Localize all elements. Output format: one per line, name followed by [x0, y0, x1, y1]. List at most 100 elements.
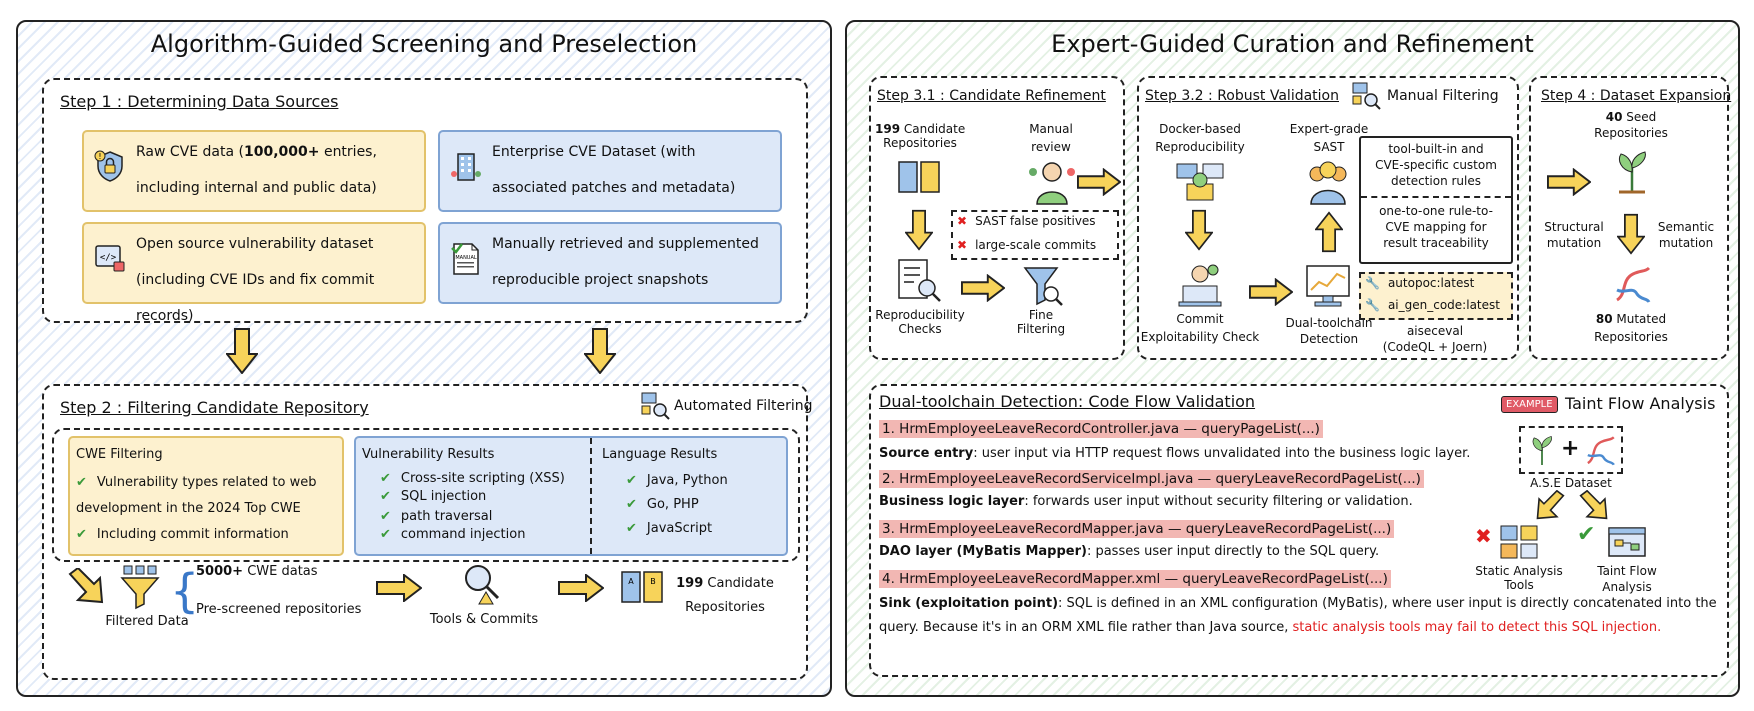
- step32-title: Step 3.2 : Robust Validation: [1145, 88, 1339, 104]
- manual-label: Manual: [1029, 122, 1073, 136]
- seedling-icon: [1532, 436, 1552, 465]
- mutated-text: Mutated: [1612, 312, 1667, 326]
- vuln-results-title: Vulnerability Results: [362, 447, 495, 462]
- ase-dataset-box: [1519, 426, 1623, 474]
- mapping-line: result traceability: [1383, 236, 1489, 250]
- reviewer-person-icon: [1029, 162, 1075, 205]
- right-arrow-icon: [1249, 278, 1293, 306]
- left-panel: Algorithm-Guided Screening and Preselect…: [16, 20, 832, 697]
- dual-label-line2: Detection: [1299, 332, 1359, 346]
- structural-label-line2: mutation: [1546, 236, 1602, 250]
- taint-flow-label: Taint Flow: [1597, 564, 1657, 578]
- step2-title: Step 2 : Filtering Candidate Repository: [60, 398, 369, 417]
- expert-label: Expert-grade: [1289, 122, 1369, 136]
- reason-item: ✖SAST false positives: [957, 214, 1096, 228]
- commit-label: Commit: [1176, 312, 1224, 326]
- code-step-desc: Business logic layer: forwards user inpu…: [879, 494, 1413, 509]
- s31-candidate: 199 Candidate: [875, 122, 965, 136]
- code-step-label: Business logic layer: [879, 494, 1025, 509]
- cwe-item-2: Including commit information: [96, 527, 289, 542]
- lang-item: ✔Java, Python: [626, 472, 728, 490]
- x-icon: ✖: [1475, 524, 1492, 548]
- svg-text:</>: </>: [100, 253, 117, 263]
- step31-title: Step 3.1 : Candidate Refinement: [877, 88, 1106, 104]
- svg-text:B: B: [650, 577, 656, 586]
- check-icon: ✔: [380, 489, 391, 504]
- repro-label-line2: Checks: [898, 322, 942, 336]
- code-step-desc: Sink (exploitation point): SQL is define…: [879, 596, 1717, 611]
- manual-filtering-tag: Manual Filtering: [1387, 88, 1499, 104]
- reason-item: ✖large-scale commits: [957, 238, 1096, 252]
- rules-line: CVE-specific custom: [1375, 158, 1497, 172]
- up-arrow-icon: [1315, 211, 1343, 253]
- vuln-item-text: command injection: [400, 527, 526, 542]
- svg-text:A: A: [628, 577, 634, 586]
- monitor-chart-icon: [1306, 265, 1350, 307]
- lang-item: ✔JavaScript: [626, 520, 712, 538]
- divider: [590, 438, 592, 554]
- card-raw-cve: ! Raw CVE data (100,000+ entries, includ…: [82, 130, 426, 212]
- sink-desc-line2: query. Because it's in an ORM XML file r…: [879, 620, 1661, 635]
- tool-item: 🔧autopoc:latest: [1365, 276, 1474, 290]
- step4-box: Step 4 : Dataset Expansion 40 Seed Repos…: [1529, 76, 1731, 360]
- code-step-heading: 3. HrmEmployeeLeaveRecordMapper.java — q…: [879, 520, 1395, 538]
- semantic-label-line2: mutation: [1658, 236, 1714, 250]
- seed-count: 40: [1605, 110, 1623, 124]
- right-arrow-icon: [961, 274, 1005, 302]
- code-step-text: : forwards user input without security f…: [1024, 494, 1413, 509]
- diagonal-arrow-icon: [68, 568, 104, 604]
- funnel-data-icon: [120, 565, 160, 610]
- code-step-desc: DAO layer (MyBatis Mapper): passes user …: [879, 544, 1379, 559]
- aiseceval-label-line2: (CodeQL + Joern): [1382, 340, 1488, 354]
- lang-item: ✔Go, PHP: [626, 496, 699, 514]
- repro-label: Reproducibility: [875, 308, 965, 322]
- automated-filter-icon: [640, 390, 670, 424]
- fine-label-line2: Filtering: [1016, 322, 1066, 336]
- expert-label-line2: SAST: [1313, 140, 1345, 154]
- card-manual-snapshots: MANUAL Manually retrieved and supplement…: [438, 222, 782, 304]
- check-icon: ✔: [1577, 522, 1596, 547]
- cwe-datas-label: 5000+ CWE datas: [196, 564, 318, 579]
- cwe-item-1-line1: Vulnerability types related to web: [96, 475, 317, 490]
- s31-candidate-text: Candidate: [900, 122, 966, 136]
- code-step-heading: 2. HrmEmployeeLeaveRecordServiceImpl.jav…: [879, 470, 1424, 488]
- dna-mutation-icon: [1616, 266, 1651, 303]
- step1-title: Step 1 : Determining Data Sources: [60, 92, 339, 111]
- step2-results-box: CWE Filtering ✔Vulnerability types relat…: [52, 428, 800, 562]
- vuln-item-text: Cross-site scripting (XSS): [400, 471, 565, 486]
- manual-document-icon: MANUAL: [450, 242, 482, 275]
- rules-box: [1359, 136, 1513, 264]
- code-step-text: : passes user input directly to the SQL …: [1086, 544, 1380, 559]
- x-icon: ✖: [957, 238, 968, 252]
- lang-item-text: Go, PHP: [646, 497, 699, 512]
- card-raw-cve-pre: Raw CVE data (: [136, 144, 244, 160]
- office-building-icon: [450, 150, 482, 182]
- code-step-text: : SQL is defined in an XML configuration…: [1058, 596, 1717, 611]
- right-panel: Expert-Guided Curation and Refinement St…: [845, 20, 1740, 697]
- prescreened-label: Pre-screened repositories: [196, 602, 362, 617]
- manual-filter-icon: [1352, 82, 1381, 110]
- dual-toolchain-box: Dual-toolchain Detection: Code Flow Vali…: [869, 384, 1729, 677]
- right-arrow-icon: [1077, 168, 1121, 196]
- brace: {: [170, 564, 200, 618]
- candidate-repos-label: 199 Candidate: [670, 576, 780, 591]
- taint-flow-title: Taint Flow Analysis: [1565, 394, 1716, 413]
- shield-lock-icon: !: [94, 150, 126, 182]
- mapping-line: CVE mapping for: [1385, 220, 1487, 234]
- check-icon: ✔: [380, 527, 391, 542]
- review-label: review: [1031, 140, 1071, 154]
- check-icon: ✔: [380, 471, 391, 486]
- right-arrow-icon: [376, 574, 422, 602]
- card-manual-snapshots-text: Manually retrieved and supplemented repr…: [492, 236, 759, 288]
- dna-mutation-icon: [1587, 436, 1615, 466]
- cwe-item-1-line2: development in the 2024 Top CWE: [76, 501, 301, 516]
- right-arrow-icon: [1547, 168, 1591, 196]
- lang-item-text: JavaScript: [646, 521, 713, 536]
- mutated-count: 80: [1595, 312, 1613, 326]
- diagonal-arrow-icon: [1579, 490, 1608, 520]
- s31-candidate-line2: Repositories: [883, 136, 957, 150]
- developer-laptop-icon: [1178, 264, 1222, 307]
- mutated-label: 80 Mutated: [1581, 312, 1681, 326]
- card-open-source-text: Open source vulnerability dataset (inclu…: [136, 236, 375, 324]
